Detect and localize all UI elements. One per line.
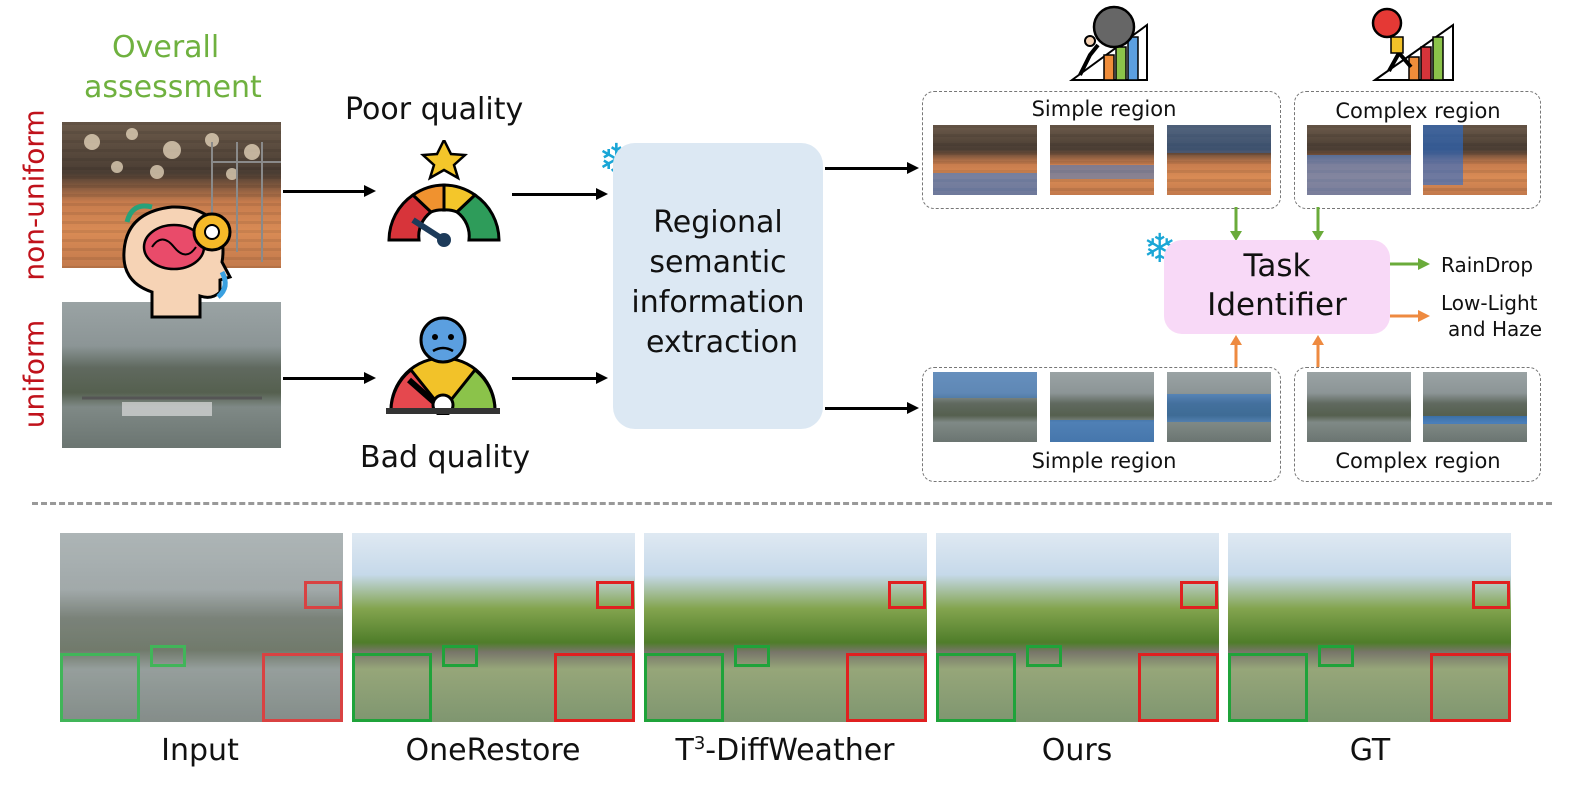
arrow-line: [825, 407, 908, 410]
runner-icon: [1371, 7, 1454, 81]
arrow-head: [364, 185, 376, 197]
region-thumb: [1423, 372, 1527, 442]
arrow-line: [512, 193, 597, 196]
sad-face-icon: [386, 316, 500, 415]
comparison-image-ours: [936, 533, 1219, 722]
region-thumb: [1167, 372, 1271, 442]
label-non-uniform: non-uniform: [17, 109, 51, 281]
comparison-image-onerestore: [352, 533, 635, 722]
arrow-line: [512, 377, 597, 380]
label-uniform: uniform: [17, 319, 51, 429]
region-thumb: [933, 372, 1037, 442]
bad-quality-label: Bad quality: [360, 440, 531, 475]
output-lowlight-line1: Low-Light: [1441, 291, 1538, 315]
extraction-line1: Regional: [653, 205, 783, 240]
simple-region-box-top: [922, 91, 1281, 209]
comparison-image-input: [60, 533, 343, 722]
overall-title-line2: assessment: [84, 70, 262, 105]
arrow-line: [283, 190, 365, 193]
complex-region-label-top: Complex region: [1335, 99, 1501, 123]
complex-region-box-top: [1294, 91, 1541, 209]
task-arrows: [1230, 207, 1430, 367]
method-label-gt: GT: [1349, 733, 1391, 768]
complex-region-label-bottom: Complex region: [1335, 449, 1501, 473]
arrow-head: [596, 372, 608, 384]
region-thumb: [1307, 125, 1411, 195]
comparison-image-t3diffweather: [644, 533, 927, 722]
climber-icon: [1068, 5, 1148, 81]
poor-quality-label: Poor quality: [345, 92, 524, 127]
simple-region-label-bottom: Simple region: [1031, 449, 1177, 473]
method-label-onerestore: OneRestore: [405, 733, 581, 768]
extraction-line2: semantic: [649, 245, 787, 280]
region-thumb: [1307, 372, 1411, 442]
arrow-head: [364, 372, 376, 384]
region-thumb: [1423, 125, 1527, 195]
arrow-line: [283, 377, 365, 380]
task-identifier-module: [1164, 240, 1390, 334]
extraction-module: [613, 143, 823, 429]
task-identifier-line2: Identifier: [1207, 287, 1347, 323]
region-thumb: [1050, 372, 1154, 442]
method-label-t3diffweather: T3-DiffWeather: [675, 733, 895, 768]
extraction-line3: information: [631, 285, 805, 320]
star-icon: [419, 140, 469, 181]
arrow-head: [596, 188, 608, 200]
simple-region-label-top: Simple region: [1031, 97, 1177, 121]
speedometer-icon: [387, 140, 501, 247]
method-label-ours: Ours: [1041, 733, 1113, 768]
overall-title-line1: Overall: [112, 30, 220, 65]
arrow-head: [907, 402, 919, 414]
input-image-haze: [62, 302, 281, 448]
output-raindrop: RainDrop: [1441, 253, 1534, 277]
region-thumb: [1167, 125, 1271, 195]
arrow-head: [907, 162, 919, 174]
brain-head-icon: [122, 203, 233, 319]
comparison-image-gt: [1228, 533, 1511, 722]
region-thumb: [933, 125, 1037, 195]
task-identifier-line1: Task: [1243, 248, 1311, 284]
section-divider: [32, 502, 1552, 505]
complex-region-box-bottom: [1294, 367, 1541, 482]
simple-region-box-bottom: [922, 367, 1281, 482]
output-lowlight-line2: and Haze: [1448, 317, 1543, 341]
arrow-line: [825, 167, 908, 170]
extraction-line4: extraction: [645, 325, 799, 360]
region-thumb: [1050, 125, 1154, 195]
method-label-input: Input: [161, 733, 239, 768]
